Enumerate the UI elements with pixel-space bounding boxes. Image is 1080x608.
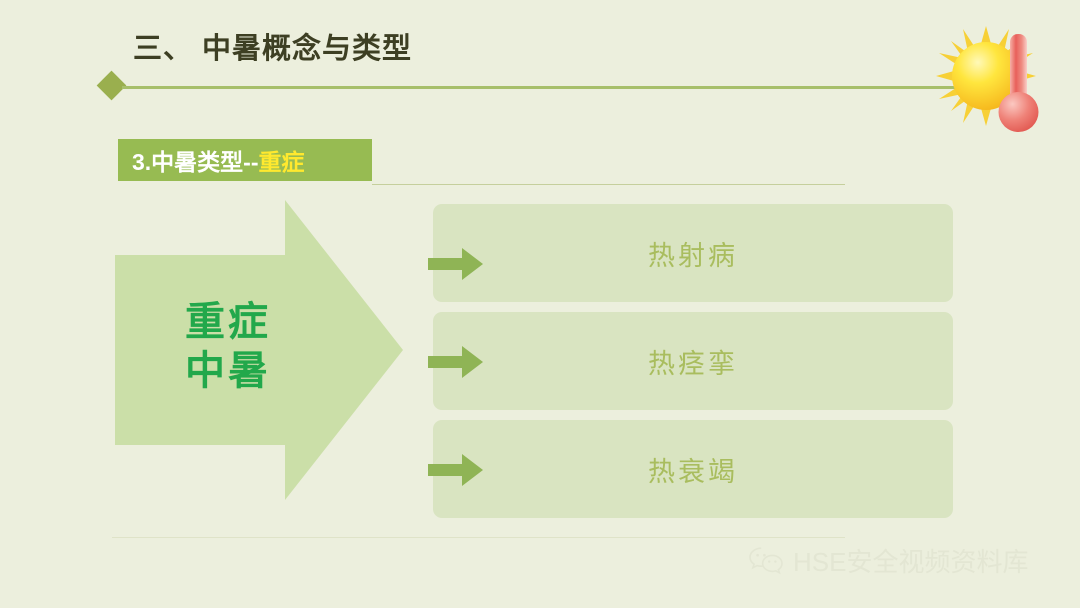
footer-divider bbox=[112, 537, 845, 538]
category-panel-heat-exhaustion[interactable]: 热衰竭 bbox=[433, 420, 953, 518]
category-panel-heat-cramps[interactable]: 热痉挛 bbox=[433, 312, 953, 410]
right-arrow-icon bbox=[428, 346, 483, 378]
wechat-icon bbox=[749, 547, 783, 575]
subtitle-divider bbox=[372, 184, 845, 185]
right-arrow-icon bbox=[428, 454, 483, 486]
category-panel-label: 热衰竭 bbox=[648, 456, 738, 487]
sun-thermometer-icon bbox=[936, 26, 1039, 132]
category-panel-label: 热射病 bbox=[648, 240, 738, 271]
page-title: 三、 中暑概念与类型 bbox=[133, 33, 413, 65]
big-right-arrow-shape bbox=[115, 200, 403, 500]
subtitle-accent-text: 重症 bbox=[258, 149, 305, 175]
footer-brand: HSE安全视频资料库 bbox=[748, 546, 1028, 577]
footer-brand-text: HSE安全视频资料库 bbox=[793, 546, 1029, 577]
subtitle-main-text: 3.中暑类型-- bbox=[132, 149, 259, 175]
category-panel-label: 热痉挛 bbox=[648, 348, 738, 379]
big-arrow-label: 重症 中暑 bbox=[113, 298, 343, 396]
right-arrow-icon bbox=[428, 248, 483, 280]
big-arrow-label-line-1: 重症 bbox=[185, 300, 271, 344]
title-divider bbox=[122, 86, 1006, 89]
category-panel-heat-stroke[interactable]: 热射病 bbox=[433, 204, 953, 302]
section-subtitle-banner: 3.中暑类型--重症 bbox=[118, 139, 372, 181]
big-arrow-label-line-2: 中暑 bbox=[185, 348, 271, 393]
